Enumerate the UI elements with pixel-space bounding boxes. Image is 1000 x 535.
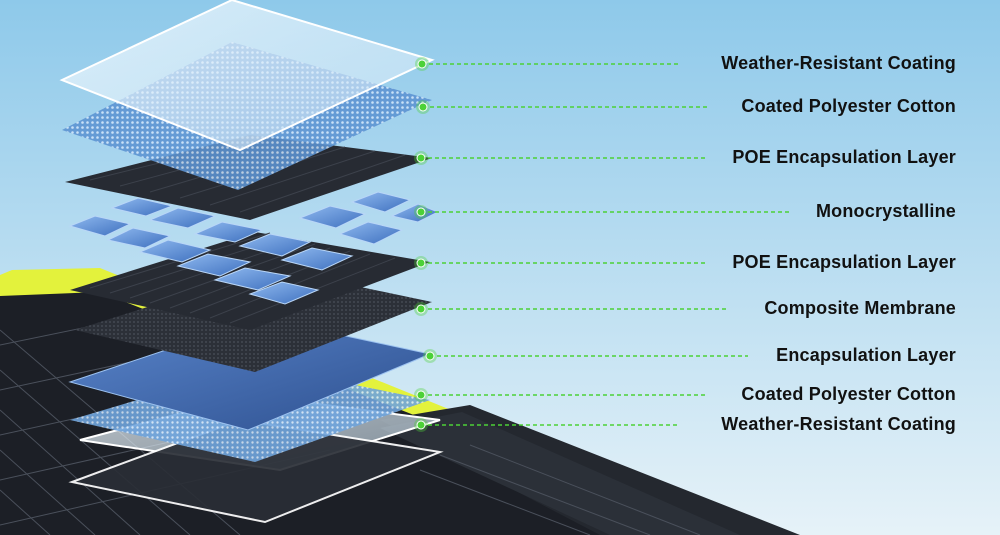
layer-label-weather-resistant-coating-bottom: Weather-Resistant Coating [721, 414, 956, 434]
leader-dot-poe-encapsulation-layer-top [416, 153, 426, 163]
layer-label-poe-encapsulation-layer-top: POE Encapsulation Layer [732, 147, 956, 167]
layer-label-weather-resistant-coating-top: Weather-Resistant Coating [721, 53, 956, 73]
leader-lines [414, 57, 790, 432]
leader-dot-weather-resistant-coating-top [417, 59, 427, 69]
layer-sheet-weather-resistant-coating-top [59, 0, 435, 152]
layer-label-poe-encapsulation-layer-bottom: POE Encapsulation Layer [732, 252, 956, 272]
leader-dot-encapsulation-layer [425, 351, 435, 361]
layer-label-coated-polyester-cotton-top: Coated Polyester Cotton [741, 96, 956, 116]
layer-label-coated-polyester-cotton-bottom: Coated Polyester Cotton [741, 384, 956, 404]
layer-sheet-monocrystalline [68, 191, 440, 305]
leader-dot-poe-encapsulation-layer-bottom [416, 258, 426, 268]
leader-dot-monocrystalline [416, 207, 426, 217]
leader-dot-composite-membrane [416, 304, 426, 314]
leader-dot-coated-polyester-cotton-top [418, 102, 428, 112]
layer-label-encapsulation-layer: Encapsulation Layer [776, 345, 956, 365]
layer-label-composite-membrane: Composite Membrane [764, 298, 956, 318]
leader-dot-weather-resistant-coating-bottom [416, 420, 426, 430]
layer-label-monocrystalline: Monocrystalline [815, 201, 956, 221]
leader-dot-coated-polyester-cotton-bottom [416, 390, 426, 400]
